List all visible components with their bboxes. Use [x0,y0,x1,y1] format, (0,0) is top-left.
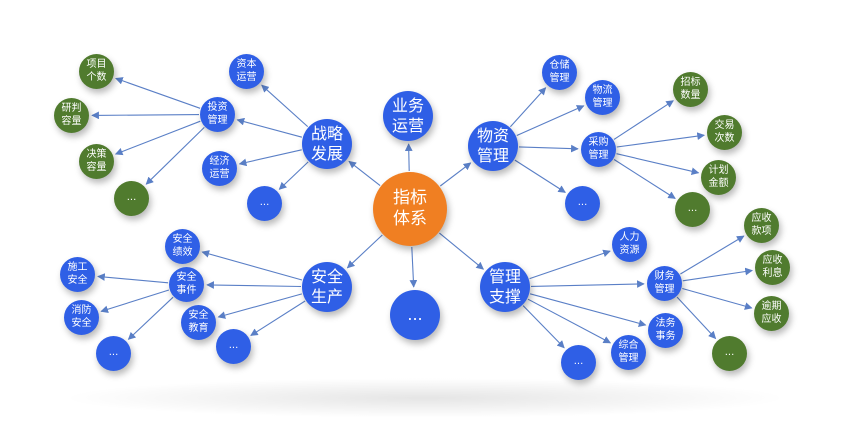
connector-center-node-indicator-system-to-node-safety [346,234,383,269]
node-support[interactable]: 管理 支撑 [480,262,530,312]
connector-node-material-to-node-logistics [516,105,585,137]
center-node-indicator-system[interactable]: 指标 体系 [373,172,447,246]
node-safety-performance[interactable]: 安全 绩效 [165,229,200,264]
node-safety-education[interactable]: 安全 教育 [181,305,216,340]
connector-center-node-indicator-system-to-node-strategy [348,160,381,187]
connector-node-safety-to-node-safety-performance [201,250,303,281]
connector-node-support-to-node-hr [529,249,611,280]
connector-node-safety-incidents-to-node-fire-safety [100,289,170,313]
connector-node-strategy-to-node-economic [238,149,302,167]
connector-node-strategy-to-node-investment [236,117,303,138]
connector-node-safety-to-node-safety-incidents [206,281,302,289]
node-purchase[interactable]: 采购 管理 [581,132,616,167]
node-overdue[interactable]: 逾期 应收 [754,296,789,331]
connector-node-material-to-node-material-more [514,159,566,193]
connector-node-safety-incidents-to-node-incident-more [127,296,174,340]
node-projects[interactable]: 项目 个数 [79,54,114,89]
connector-node-safety-to-node-safety-more [250,300,306,336]
ground-shadow [60,378,790,418]
node-purchase-more[interactable]: ... [675,192,710,227]
node-planned[interactable]: 计划 金额 [701,160,736,195]
connector-node-investment-to-node-projects [115,77,201,109]
node-safety-incidents[interactable]: 安全 事件 [169,267,204,302]
connector-node-strategy-to-node-capital [261,84,309,128]
connector-node-finance-to-node-receivable [680,235,745,275]
connector-node-material-to-node-purchase [518,144,579,153]
node-support-more[interactable]: ... [561,345,596,380]
connector-node-support-to-node-legal [529,293,647,328]
node-hr[interactable]: 人力 资源 [612,227,647,262]
connector-node-purchase-to-node-planned [616,153,700,175]
connector-node-investment-to-node-research [91,111,200,120]
node-investment[interactable]: 投资 管理 [200,97,235,132]
node-safety-more[interactable]: ... [216,329,251,364]
node-material-more[interactable]: ... [565,186,600,221]
node-economic[interactable]: 经济 运营 [202,151,237,186]
connector-node-material-to-node-storage [509,87,547,128]
connector-node-purchase-to-node-bids [613,100,674,140]
connector-node-investment-to-node-decision [114,120,201,156]
node-more[interactable]: ... [390,290,440,340]
connector-node-finance-to-node-overdue [682,287,753,310]
node-investment-more[interactable]: ... [114,181,149,216]
connector-node-investment-to-node-investment-more [145,127,205,185]
connector-node-purchase-to-node-purchase-more [613,159,676,199]
node-logistics[interactable]: 物流 管理 [585,80,620,115]
connector-center-node-indicator-system-to-node-support [439,232,484,270]
connector-node-strategy-to-node-strategy-more [278,161,309,190]
connector-node-safety-to-node-safety-education [217,293,303,319]
node-construction-safety[interactable]: 施工 安全 [60,257,95,292]
connector-node-support-to-node-finance [530,280,645,288]
node-receivable[interactable]: 应收 款项 [744,208,779,243]
node-strategy-more[interactable]: ... [247,186,282,221]
connector-node-support-to-node-general [527,298,612,344]
connector-center-node-indicator-system-to-node-more [409,246,418,288]
node-bids[interactable]: 招标 数量 [673,72,708,107]
connector-center-node-indicator-system-to-node-material [439,162,472,187]
node-capital[interactable]: 资本 运营 [229,54,264,89]
node-fire-safety[interactable]: 消防 安全 [64,300,99,335]
connector-node-finance-to-node-finance-more [676,296,717,340]
connector-node-finance-to-node-interest [682,267,753,282]
node-finance[interactable]: 财务 管理 [647,266,682,301]
node-incident-more[interactable]: ... [96,336,131,371]
connector-node-support-to-node-support-more [522,305,565,349]
node-material[interactable]: 物资 管理 [468,121,518,171]
node-strategy[interactable]: 战略 发展 [302,119,352,169]
connector-node-purchase-to-node-trades [616,132,705,148]
node-safety[interactable]: 安全 生产 [302,262,352,312]
node-research[interactable]: 研判 容量 [54,98,89,133]
node-interest[interactable]: 应收 利息 [755,250,790,285]
node-legal[interactable]: 法务 事务 [648,313,683,348]
node-trades[interactable]: 交易 次数 [707,115,742,150]
node-decision[interactable]: 决策 容量 [79,144,114,179]
node-finance-more[interactable]: ... [712,336,747,371]
node-business[interactable]: 业务 运营 [383,91,433,141]
connector-center-node-indicator-system-to-node-business [404,143,413,172]
node-storage[interactable]: 仓储 管理 [542,55,577,90]
node-general[interactable]: 综合 管理 [611,335,646,370]
connector-node-safety-incidents-to-node-construction-safety [97,273,169,284]
